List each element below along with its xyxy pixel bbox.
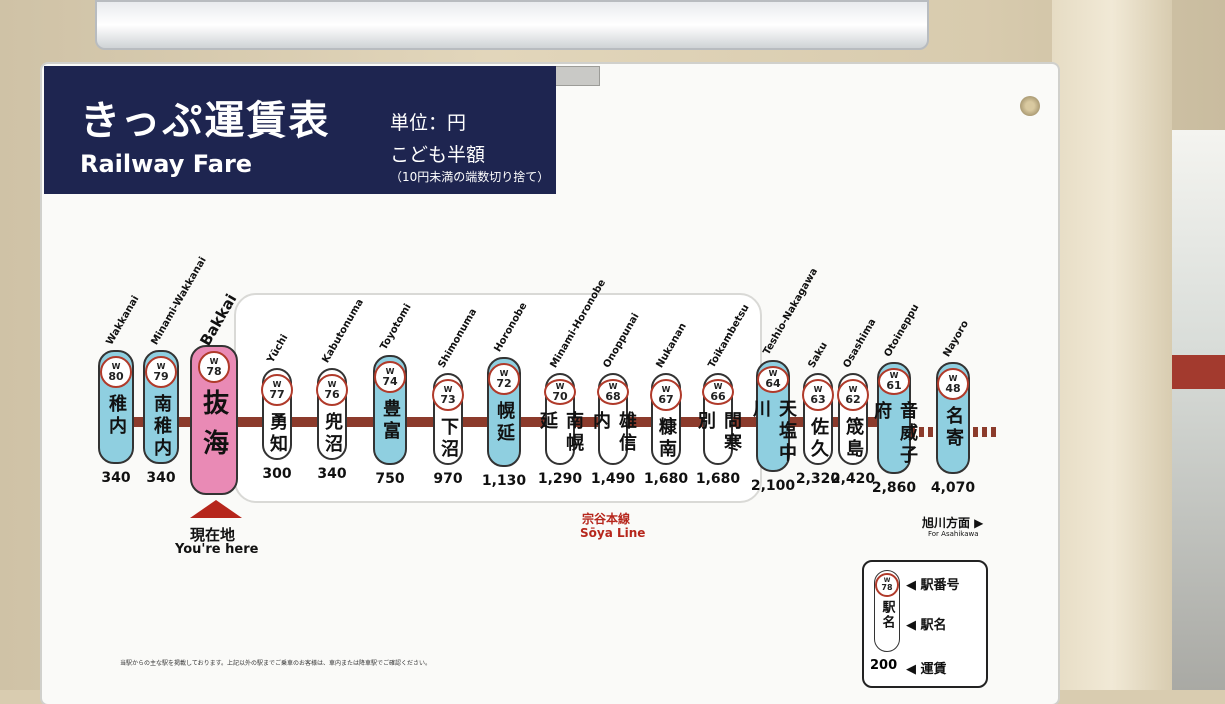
legend-fare-label: ◀ 運賃 xyxy=(906,662,947,677)
station-kanji: 名寄 xyxy=(943,406,964,450)
station-fare: 2,320 xyxy=(795,471,841,487)
station-fare: 300 xyxy=(262,466,292,482)
station-fare: 4,070 xyxy=(930,480,976,496)
legend-code: W xyxy=(883,577,891,584)
here-label-en: You're here xyxy=(175,542,259,557)
station-kanji: 天塩中川 xyxy=(750,398,797,465)
legend-station-badge: W 78 xyxy=(875,573,899,597)
station-fare: 340 xyxy=(101,470,131,486)
legend-number-label: ◀ 駅番号 xyxy=(906,578,960,593)
station-kanji: 南幌延 xyxy=(537,411,584,456)
station-fare: 1,680 xyxy=(695,471,741,487)
wooden-pillar xyxy=(1052,0,1172,690)
station-kanji: 豊富 xyxy=(380,399,401,443)
top-fixture xyxy=(95,0,929,50)
title-japanese: きっぷ運賃表 xyxy=(80,98,331,144)
legend-name-label: ◀ 駅名 xyxy=(906,618,947,633)
here-label-ja: 現在地 xyxy=(190,526,236,544)
legend-num: 78 xyxy=(881,583,893,592)
station-fare: 1,130 xyxy=(481,473,527,489)
station-fare: 340 xyxy=(317,466,347,482)
legend-box: W 78 駅名 ◀ 駅番号 ◀ 駅名 200 ◀ 運賃 xyxy=(862,560,988,688)
station-fare: 2,860 xyxy=(871,480,917,496)
station-kanji: 糠南 xyxy=(656,417,677,461)
unit-label: 単位：円 xyxy=(390,112,467,134)
legend-fare: 200 xyxy=(870,658,898,673)
station-kanji: 兜沼 xyxy=(322,412,343,456)
title-english: Railway Fare xyxy=(80,150,253,178)
station-fare: 1,490 xyxy=(590,471,636,487)
footnote: 当駅からの主な駅を掲載しております。上記以外の駅までご乗車のお客様は、車内または… xyxy=(120,660,432,667)
station-kanji: 抜海 xyxy=(198,389,229,469)
current-location-marker xyxy=(190,500,242,518)
direction-ja: 旭川方面 ▶ xyxy=(922,516,984,530)
direction-en: For Asahikawa xyxy=(928,530,979,538)
window-frame xyxy=(1172,355,1225,389)
station-fare: 2,420 xyxy=(830,471,876,487)
station-kanji: 筬島 xyxy=(843,417,864,461)
header-banner xyxy=(44,66,556,194)
station-kanji: 南稚内 xyxy=(151,394,172,460)
line-name-ja: 宗谷本線 xyxy=(582,512,631,526)
station-fare: 1,680 xyxy=(643,471,689,487)
station-kanji: 佐久 xyxy=(808,417,829,461)
station-fare: 1,290 xyxy=(537,471,583,487)
station-kanji: 稚内 xyxy=(106,394,127,438)
station-kanji: 問寒別 xyxy=(695,411,742,456)
station-fare: 750 xyxy=(375,471,405,487)
station-kanji: 雄信内 xyxy=(590,411,637,456)
station-kanji: 下沼 xyxy=(438,417,459,461)
legend-station: W 78 駅名 xyxy=(874,570,900,652)
rounding-note: （10円未満の端数切り捨て） xyxy=(390,170,550,184)
station-kanji: 幌延 xyxy=(494,401,515,445)
station-kanji: 音威子府 xyxy=(871,400,918,467)
window xyxy=(1172,130,1225,690)
station-fare: 340 xyxy=(146,470,176,486)
legend-kanji: 駅名 xyxy=(879,600,895,630)
screw-icon xyxy=(1020,96,1040,116)
station-fare: 970 xyxy=(433,471,463,487)
station-fare: 2,100 xyxy=(750,478,796,494)
station-kanji: 勇知 xyxy=(267,412,288,456)
line-name-en: Sōya Line xyxy=(580,526,646,540)
child-fare-label: こども半額 xyxy=(390,144,486,166)
